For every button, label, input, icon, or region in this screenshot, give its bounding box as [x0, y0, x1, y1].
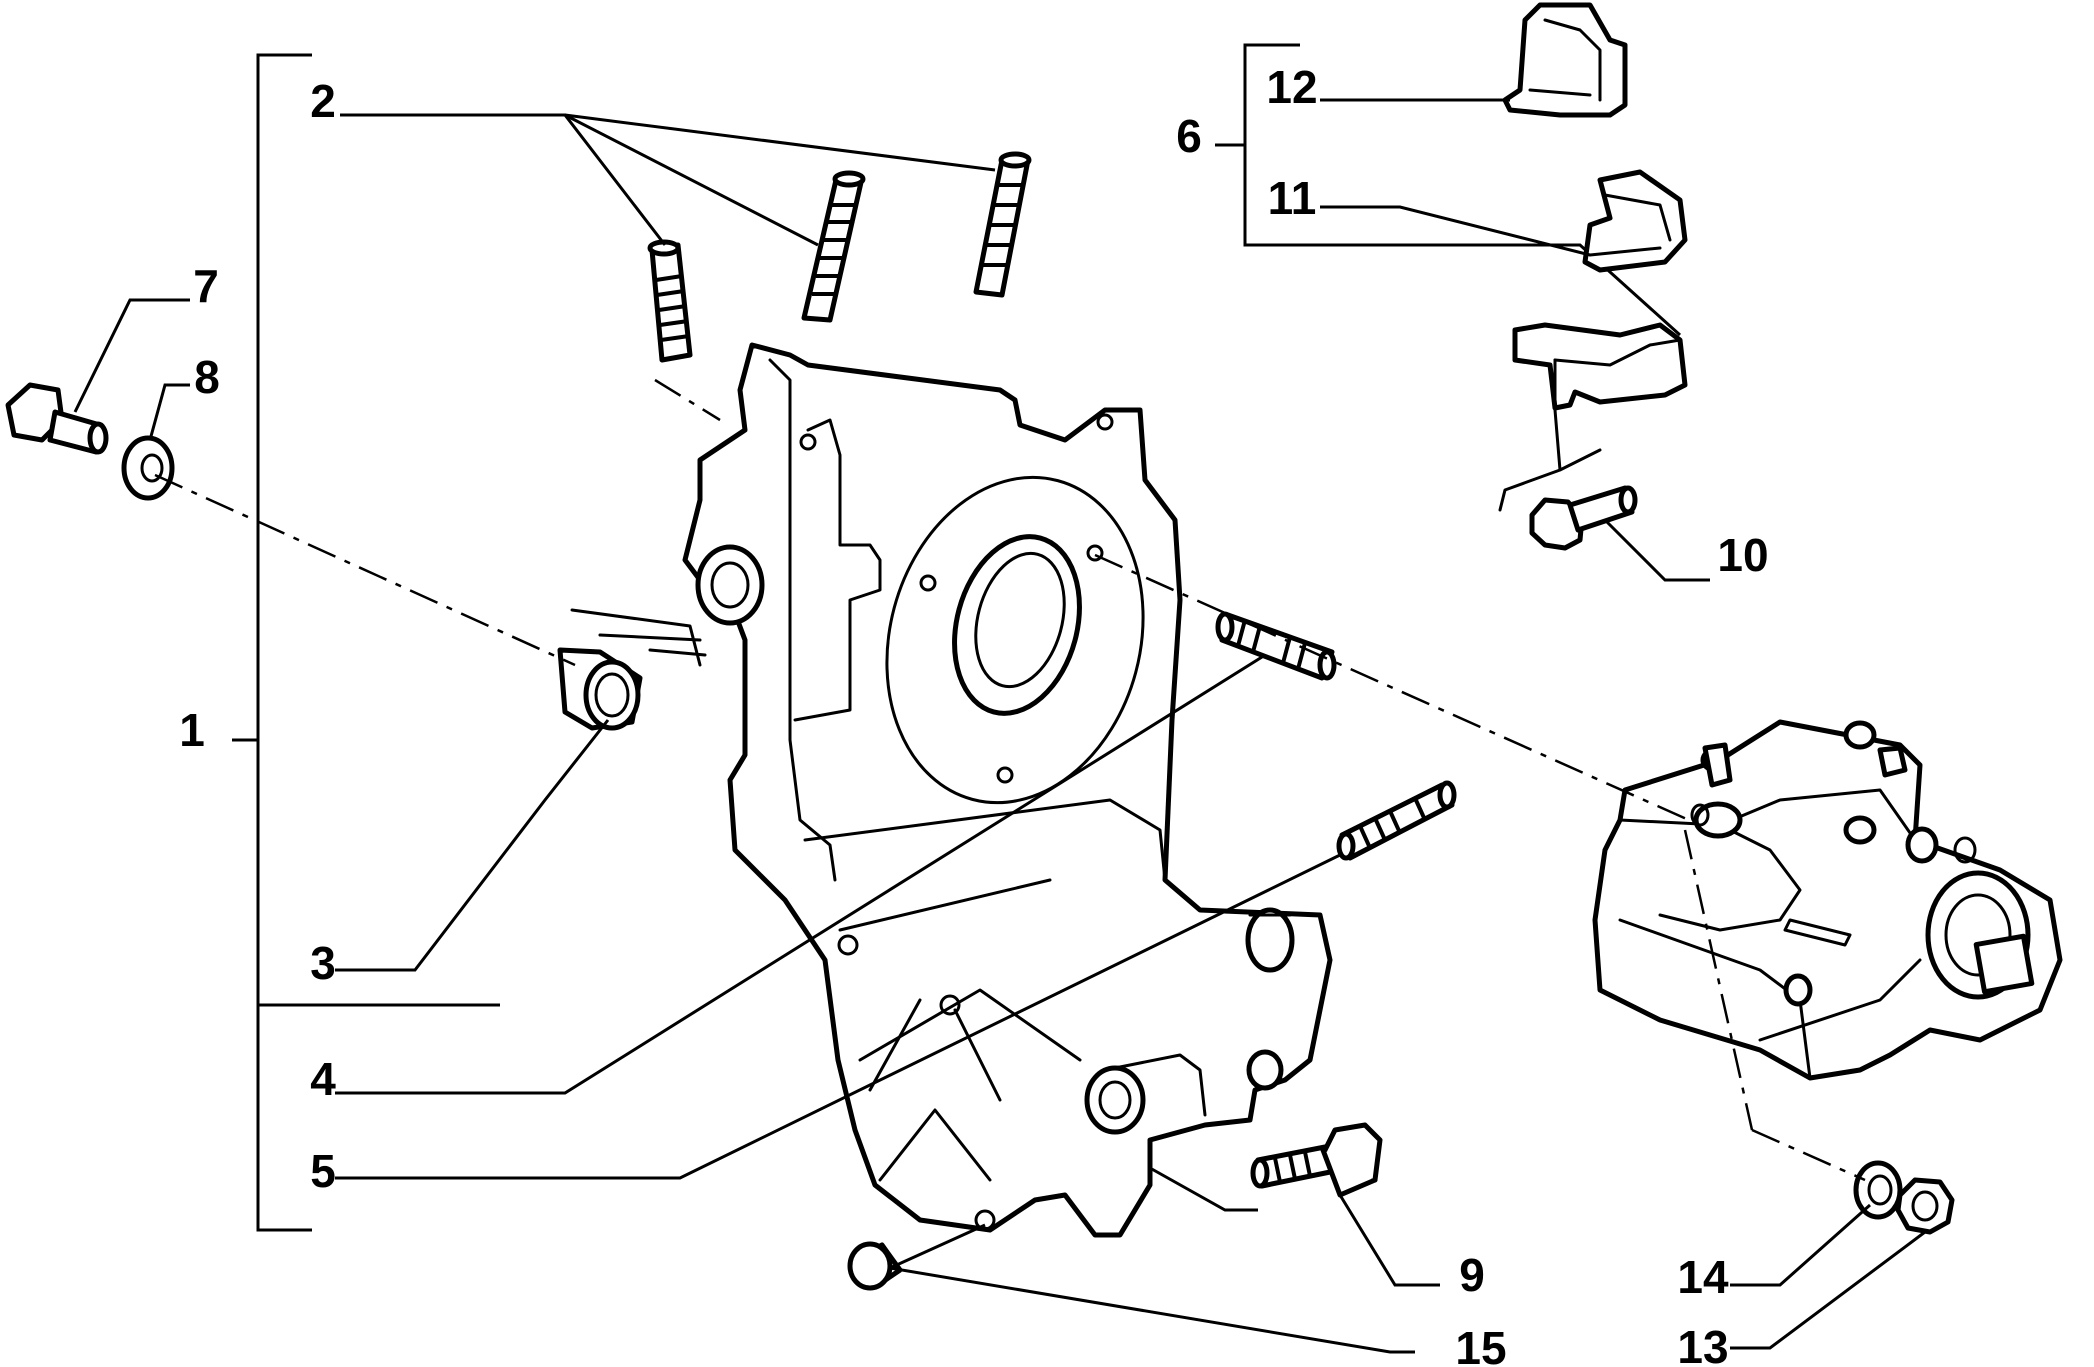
callout-13: 13 — [1677, 1321, 1728, 1367]
clip-11 — [1582, 169, 1688, 273]
front-cover-housing — [682, 342, 1333, 1238]
bolt-9 — [1250, 1122, 1383, 1198]
connector-12 — [1502, 2, 1628, 118]
callout-15: 15 — [1455, 1322, 1506, 1367]
nut-13 — [1895, 1177, 1955, 1235]
alignment-lines — [154, 378, 1866, 1182]
bolt-10 — [1529, 485, 1638, 551]
callout-3: 3 — [310, 937, 336, 989]
stud-2a — [647, 239, 693, 363]
callout-10: 10 — [1717, 529, 1768, 581]
callout-7: 7 — [193, 260, 219, 312]
callout-12: 12 — [1266, 61, 1317, 113]
callout-2: 2 — [310, 75, 336, 127]
mounting-bracket — [1512, 322, 1688, 411]
callout-5: 5 — [310, 1145, 336, 1197]
callout-9: 9 — [1459, 1249, 1485, 1301]
callout-14: 14 — [1677, 1251, 1729, 1303]
stud-2c — [973, 151, 1032, 298]
callout-4: 4 — [310, 1053, 336, 1105]
callout-8: 8 — [194, 351, 220, 403]
seal-marks — [570, 608, 707, 667]
stud-4 — [1215, 611, 1337, 681]
callout-11: 11 — [1268, 172, 1317, 224]
callout-labels: 1 2 3 4 5 6 7 8 9 10 11 12 13 14 15 — [179, 61, 1768, 1367]
washer-14 — [1853, 1160, 1903, 1220]
bolt-7 — [5, 382, 109, 455]
washer-8 — [121, 435, 175, 501]
bushing-3 — [557, 647, 643, 731]
bracket-group-6 — [1215, 43, 1682, 337]
leader-lines — [73, 98, 1926, 1354]
stud-2b — [801, 170, 866, 323]
fuel-pump — [1592, 719, 2063, 1081]
stud-5 — [1336, 780, 1457, 861]
callout-1: 1 — [179, 704, 205, 756]
bracket-assembly-1 — [232, 53, 500, 1232]
bracket-mount-marks — [1498, 408, 1602, 512]
callout-6: 6 — [1176, 110, 1202, 162]
